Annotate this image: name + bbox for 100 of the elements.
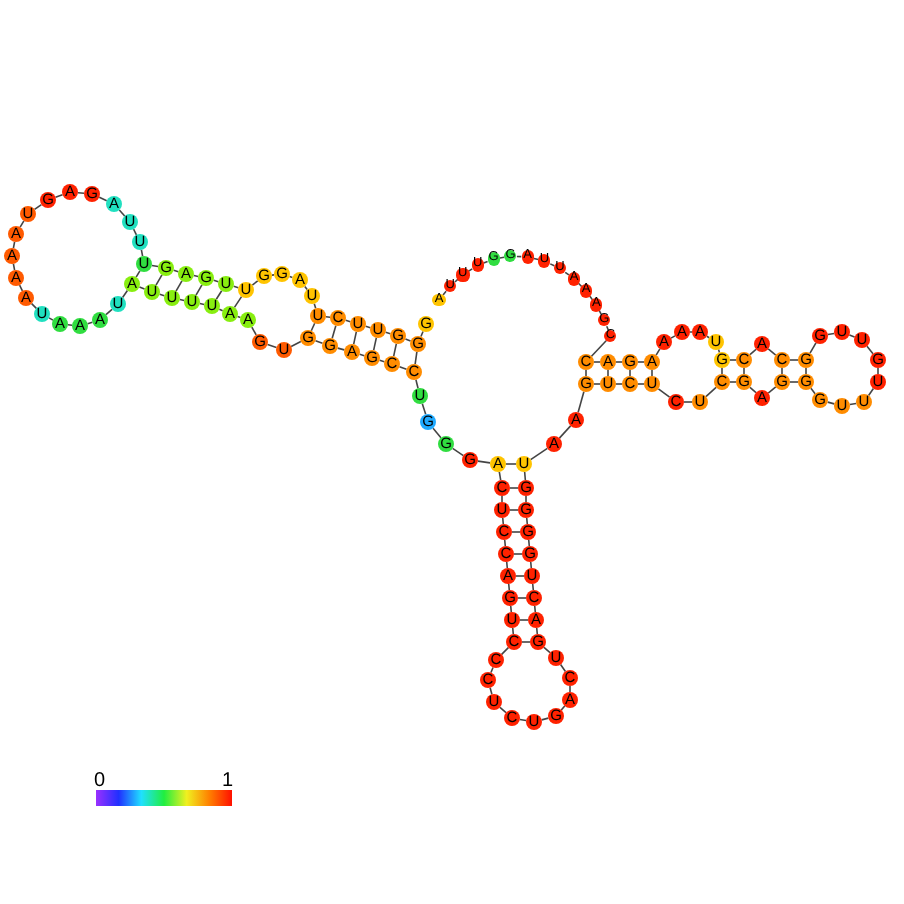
connector-line [706, 335, 710, 339]
connector-line [77, 191, 85, 195]
connector-line [511, 627, 515, 635]
connector-line [509, 605, 513, 613]
connector-line [558, 425, 572, 439]
connector-line [158, 293, 166, 297]
connector-line [593, 361, 601, 363]
connector-line [749, 348, 757, 356]
connector-line [414, 351, 418, 365]
connector-line [98, 196, 108, 202]
connector-line [18, 284, 24, 292]
connector-line [535, 627, 539, 635]
connector-line [670, 335, 676, 339]
connector-line [585, 369, 587, 377]
connector-line [509, 487, 519, 489]
connector-line [521, 641, 531, 643]
connector-line [215, 289, 223, 301]
connector-line [590, 339, 607, 357]
connector-line [781, 367, 783, 375]
connector-line [503, 539, 507, 547]
connector-line [48, 317, 54, 321]
connector-line [212, 279, 220, 283]
connector-line [805, 367, 807, 375]
connector-line [657, 388, 671, 398]
connector-line [615, 383, 623, 385]
connector-line [560, 705, 566, 711]
connector-line [331, 324, 337, 340]
connector-line [743, 367, 745, 375]
connector-line [499, 256, 506, 259]
connector-line [33, 203, 43, 211]
connector-line [233, 295, 243, 309]
connector-line [605, 325, 610, 331]
connector-line [519, 718, 527, 722]
connector-line [577, 390, 585, 414]
connector-line [467, 268, 474, 273]
connector-line [121, 289, 129, 299]
connector-line [482, 260, 489, 264]
connector-line [105, 308, 113, 316]
connector-line [232, 285, 240, 289]
scale-tick-label: 1 [222, 772, 234, 792]
connector-line [325, 316, 331, 318]
connector-line [454, 278, 459, 283]
connector-line [352, 331, 358, 345]
connector-line [877, 367, 879, 375]
connector-line [313, 302, 317, 310]
connector-line [717, 348, 721, 354]
connector-line [266, 343, 278, 349]
connector-line [577, 282, 583, 288]
connector-line [519, 619, 529, 621]
connector-line [140, 249, 144, 257]
connector-line [251, 326, 257, 336]
connector-line [507, 583, 511, 591]
connector-line [193, 274, 199, 278]
connector-line [549, 263, 556, 267]
connector-line [589, 295, 594, 301]
connector-line [67, 324, 73, 326]
connector-line [513, 553, 523, 555]
connector-line [30, 302, 38, 310]
connector-line [86, 321, 94, 325]
connector-line [637, 383, 645, 385]
connector-line [505, 463, 517, 465]
connector-line [218, 308, 224, 312]
connector-line [304, 285, 308, 291]
connector-line [789, 381, 799, 383]
connector-line [499, 706, 507, 714]
connector-line [531, 583, 535, 591]
connector-line [442, 290, 447, 296]
connector-line [827, 332, 835, 336]
connector-line [651, 369, 653, 377]
connector-line [527, 539, 531, 547]
connector-line [729, 381, 737, 383]
connector-line [236, 315, 242, 319]
connector-line [151, 264, 159, 268]
connector-line [336, 347, 346, 351]
connector-line [569, 685, 571, 693]
connector-line [498, 471, 502, 481]
connector-line [118, 209, 126, 217]
connector-line [509, 509, 519, 511]
connector-line [629, 369, 631, 377]
connector-line [533, 257, 540, 261]
connector-line [525, 495, 527, 503]
connector-line [172, 269, 180, 273]
connector-line [683, 401, 693, 403]
connector-line [515, 575, 525, 577]
connector-line [501, 517, 505, 525]
scale-tick-label: 0 [94, 772, 106, 792]
connector-line [378, 359, 386, 363]
connector-line [358, 353, 366, 357]
connector-line [517, 597, 527, 599]
connector-line [451, 447, 465, 457]
connector-line [615, 361, 623, 363]
connector-line [364, 325, 372, 329]
connector-line [543, 646, 551, 654]
connector-line [705, 386, 717, 398]
connector-line [607, 369, 609, 377]
connector-line [598, 309, 603, 316]
connector-line [529, 561, 533, 569]
connector-line [199, 302, 205, 306]
connector-line [12, 241, 16, 249]
connector-line [511, 531, 521, 533]
